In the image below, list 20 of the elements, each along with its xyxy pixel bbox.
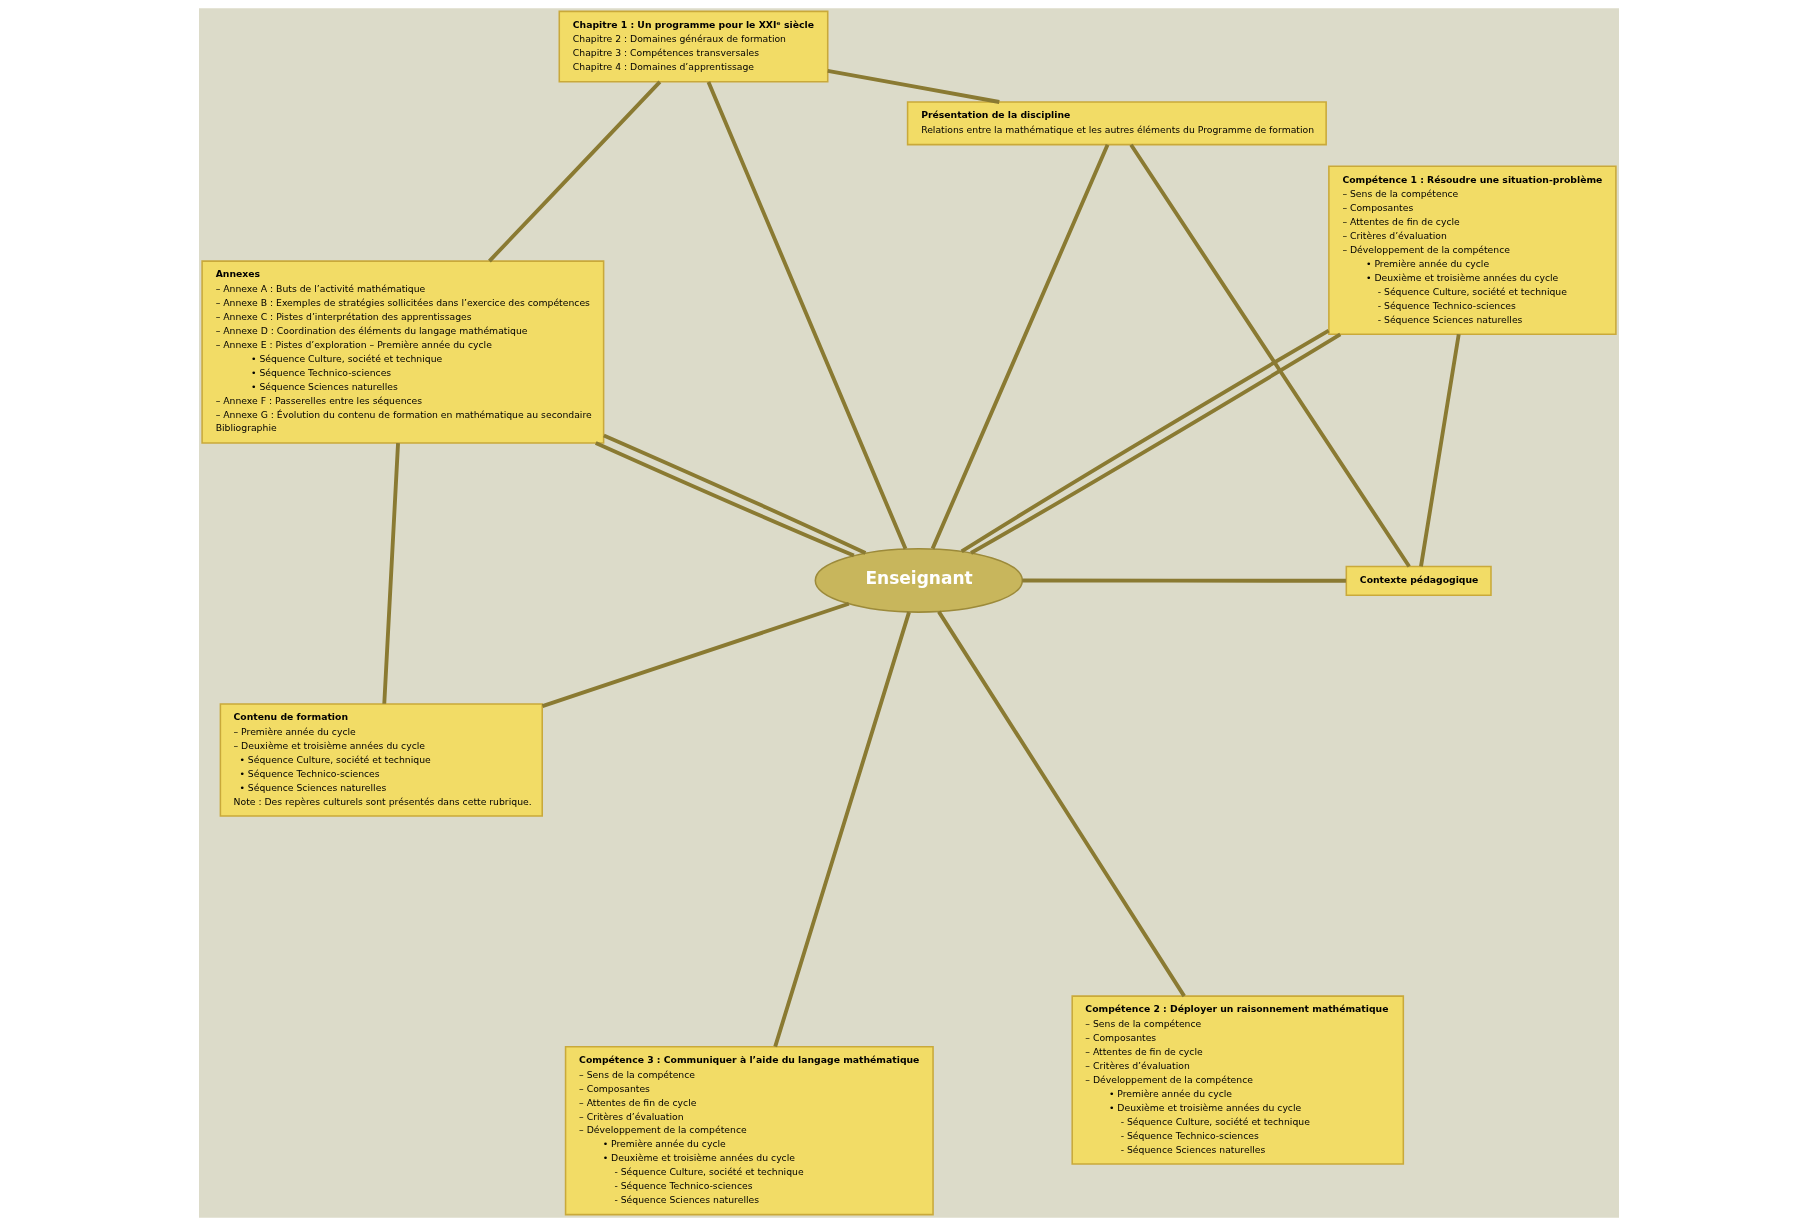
connector	[936, 610, 1186, 998]
node-box: Chapitre 1 : Un programme pour le XXIᵉ siècle Chapitre 2 : Domaines généraux de formation Chapitre 3 : Compétences transversales Chapitre 4 : Domaines d’apprentissage	[558, 10, 828, 83]
connector	[381, 443, 400, 704]
node-box: Présentation de la discipline Relations entre la mathématique et les autres éléments du Programme de formation	[906, 101, 1327, 146]
connector	[826, 69, 1000, 104]
connector	[772, 611, 911, 1048]
connector	[930, 144, 1109, 550]
connector	[1128, 143, 1411, 568]
node-box: Compétence 1 : Résoudre une situation-problème – Sens de la compétence – Composantes – Attentes de fin de cycle – Critères d’évaluation – Développement de la compétence • Première année du cycle • Deuxième et troisième années du cycle - Séquence Culture, société et technique - Séquence Technico-sciences - Séquence Sciences naturelles	[1327, 165, 1617, 335]
node-box: Annexes – Annexe A : Buts de l’activité mathématique – Annexe B : Exemples de stratégies sollicitées dans l’exercice des compétences – Annexe C : Pistes d’interprétation des apprentissages – Annexe D : Coordination des éléments du langage mathématique – Annexe E : Pistes d’exploration – Première année du cycle • Séquence Culture, société et technique • Séquence Technico-sciences • Séquence Sciences naturelles – Annexe F : Passerelles entre les séquences – Annexe G : Évolution du contenu de formation en mathématique au secondaire Bibliographie	[200, 260, 604, 444]
connector	[706, 81, 907, 550]
connector	[1418, 333, 1461, 567]
node-box: Contenu de formation – Première année du cycle – Deuxième et troisième années du cycle • Séquence Culture, société et technique • Séquence Technico-sciences • Séquence Sciences naturelles Note : Des repères culturels sont présentés dans cette rubrique.	[219, 703, 543, 817]
node-ellipse: Enseignant	[814, 547, 1023, 613]
connector	[541, 601, 849, 708]
node-box: Compétence 2 : Déployer un raisonnement mathématique – Sens de la compétence – Composantes – Attentes de fin de cycle – Critères d’évaluation – Développement de la compétence • Première année du cycle • Deuxième et troisième années du cycle - Séquence Culture, société et technique - Séquence Technico-sciences - Séquence Sciences naturelles	[1070, 995, 1404, 1165]
connector	[487, 80, 661, 263]
node-box: Contexte pédagogique	[1345, 565, 1492, 596]
connector	[1021, 578, 1346, 583]
node-box: Compétence 3 : Communiquer à l’aide du langage mathématique – Sens de la compétence – Composantes – Attentes de fin de cycle – Critères d’évaluation – Développement de la compétence • Première année du cycle • Deuxième et troisième années du cycle - Séquence Culture, société et technique - Séquence Technico-sciences - Séquence Sciences naturelles	[564, 1045, 934, 1216]
